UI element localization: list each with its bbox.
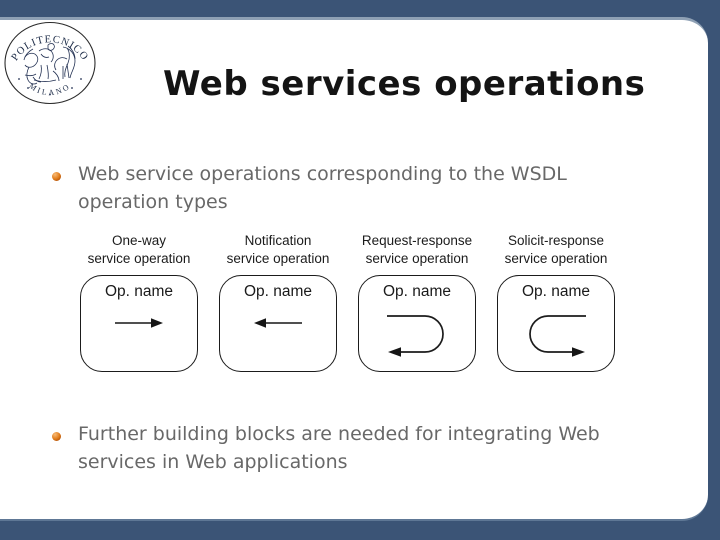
operation-label: Notification service operation (226, 233, 330, 266)
operation-name-label: Op. name (382, 283, 452, 300)
bullet-item-wsdl-operations: Web service operations corresponding to … (52, 160, 672, 216)
wsdl-operation-types-diagram: One-way service operation Op. name Notif… (80, 232, 615, 372)
operation-name-label: Op. name (243, 283, 313, 300)
operation-notification: Notification service operation Op. name (219, 232, 337, 372)
bullet-text: Web service operations corresponding to … (78, 160, 672, 216)
seal-figures-etching (23, 43, 76, 85)
orange-bullet-icon (52, 432, 61, 441)
operation-box: Op. name (358, 275, 476, 372)
slide-content-area (0, 17, 708, 521)
operation-request-response: Request-response service operation Op. n… (358, 232, 476, 372)
politecnico-milano-logo: POLITECNICO MILANO (4, 21, 96, 105)
operation-one-way: One-way service operation Op. name (80, 232, 198, 372)
arrow-right-icon (115, 318, 163, 328)
operation-label: One-way service operation (87, 233, 191, 266)
operation-solicit-response: Solicit-response service operation Op. n… (497, 232, 615, 372)
u-turn-arrow-left-icon (387, 315, 444, 357)
u-turn-arrow-right-icon (529, 315, 586, 357)
operation-name-label: Op. name (104, 283, 174, 300)
bullet-line: Further building blocks are needed for i… (78, 423, 600, 445)
operation-box: Op. name (219, 275, 337, 372)
bullet-line: Web service operations corresponding to … (78, 163, 567, 185)
bullet-text: Further building blocks are needed for i… (78, 420, 672, 476)
bullet-item-further-blocks: Further building blocks are needed for i… (52, 420, 672, 476)
operation-box: Op. name (497, 275, 615, 372)
page-title: Web services operations (163, 64, 646, 104)
arrow-left-icon (254, 318, 302, 328)
bullet-line: operation types (78, 191, 228, 213)
operation-name-label: Op. name (521, 283, 591, 300)
bullet-line: services in Web applications (78, 451, 348, 473)
seal-decorative-dots (18, 78, 82, 96)
orange-bullet-icon (52, 172, 61, 181)
operation-label: Request-response service operation (361, 233, 473, 266)
operation-label: Solicit-response service operation (504, 233, 608, 266)
operation-box: Op. name (80, 275, 198, 372)
